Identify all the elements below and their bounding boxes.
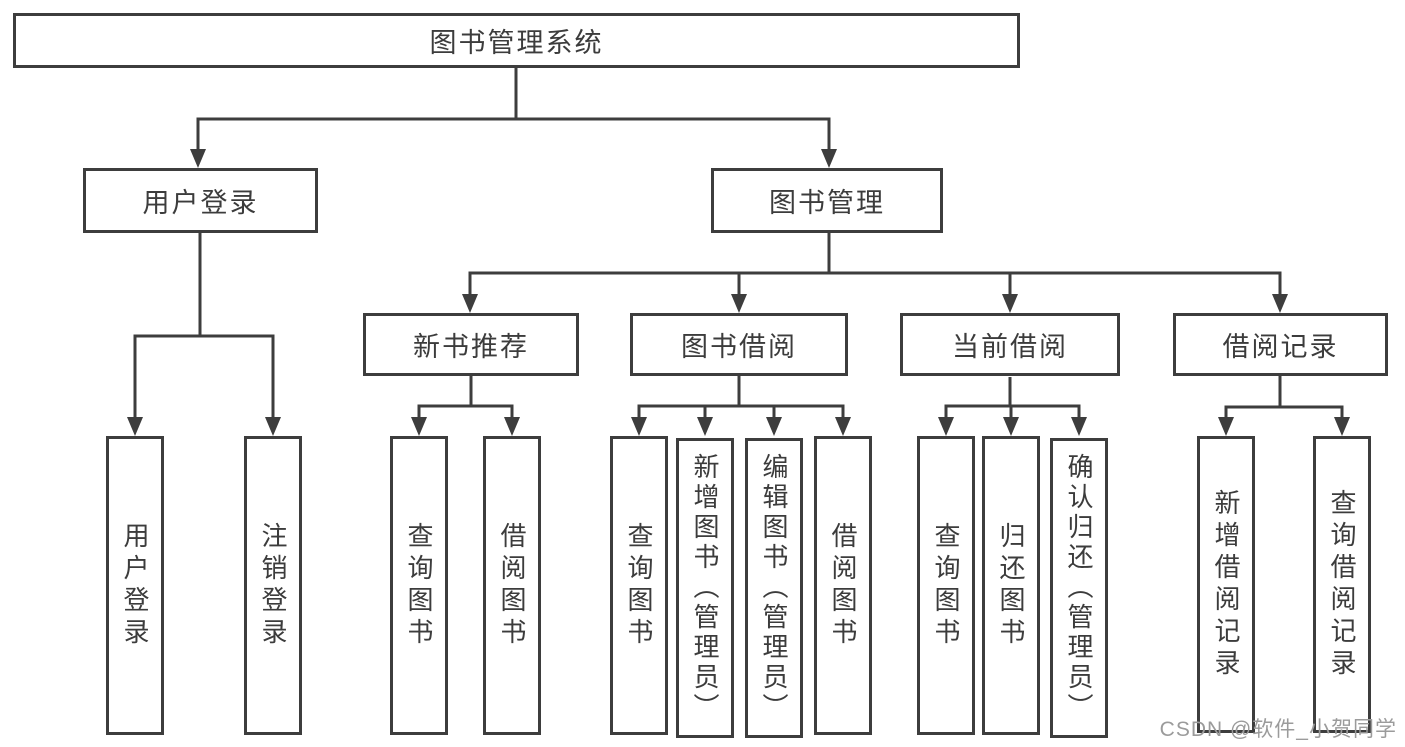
arrowhead xyxy=(265,417,281,436)
arrowhead xyxy=(127,417,143,436)
node-leaf-add-borrow-record: 新增借阅记录 xyxy=(1197,436,1255,733)
node-leaf-borrow-book-2: 借阅图书 xyxy=(814,436,872,735)
node-leaf-confirm-return-admin: 确认归还（管理员） xyxy=(1050,438,1108,738)
connector-root-to-level2 xyxy=(196,68,831,150)
node-label: 当前借阅 xyxy=(952,332,1068,362)
arrowhead xyxy=(821,149,837,168)
node-borrow-records: 借阅记录 xyxy=(1173,313,1388,376)
node-label: 新书推荐 xyxy=(413,332,529,362)
node-root-system: 图书管理系统 xyxy=(13,13,1020,68)
watermark: CSDN @软件_小贺同学 xyxy=(1159,718,1397,741)
arrowhead xyxy=(1218,417,1234,436)
connector-bookmgmt-to-level3 xyxy=(468,233,1282,295)
arrowhead xyxy=(731,294,747,313)
node-leaf-return-book: 归还图书 xyxy=(982,436,1040,735)
node-label: 查询图书 xyxy=(931,521,961,650)
connector-records-to-children xyxy=(1224,376,1344,418)
connector-newbook-to-children xyxy=(417,376,514,418)
node-book-borrow: 图书借阅 xyxy=(630,313,848,376)
node-label: 编辑图书（管理员） xyxy=(759,453,789,723)
connector-current-to-children xyxy=(944,377,1081,418)
node-label: 归还图书 xyxy=(996,521,1026,650)
node-leaf-edit-book-admin: 编辑图书（管理员） xyxy=(745,438,803,738)
arrowhead xyxy=(1002,294,1018,313)
node-label: 确认归还（管理员） xyxy=(1064,453,1094,723)
node-leaf-query-book-3: 查询图书 xyxy=(917,436,975,735)
node-label: 新增图书（管理员） xyxy=(690,453,720,723)
node-leaf-user-login: 用户登录 xyxy=(106,436,164,735)
node-leaf-borrow-book-1: 借阅图书 xyxy=(483,436,541,735)
arrowhead xyxy=(504,417,520,436)
arrowhead xyxy=(1071,417,1087,436)
arrowhead xyxy=(1272,294,1288,313)
node-leaf-query-borrow-record: 查询借阅记录 xyxy=(1313,436,1371,733)
arrowhead xyxy=(697,417,713,436)
node-label: 用户登录 xyxy=(142,188,259,218)
arrowhead xyxy=(631,417,647,436)
node-label: 借阅图书 xyxy=(828,521,858,650)
node-user-login: 用户登录 xyxy=(83,168,318,233)
arrowhead xyxy=(462,294,478,313)
node-label: 图书管理系统 xyxy=(429,28,604,58)
node-label: 借阅图书 xyxy=(497,521,527,650)
node-current-borrow: 当前借阅 xyxy=(900,313,1120,376)
arrowhead xyxy=(1003,417,1019,436)
node-label: 借阅记录 xyxy=(1222,332,1339,362)
connector-userlogin-to-children xyxy=(133,233,275,418)
node-book-management: 图书管理 xyxy=(711,168,943,233)
arrowhead xyxy=(766,417,782,436)
node-new-book-recommend: 新书推荐 xyxy=(363,313,579,376)
node-label: 新增借阅记录 xyxy=(1211,488,1241,681)
node-label: 图书管理 xyxy=(769,188,885,218)
arrowhead xyxy=(835,417,851,436)
node-leaf-add-book-admin: 新增图书（管理员） xyxy=(676,438,734,738)
node-label: 查询图书 xyxy=(624,521,654,650)
node-label: 查询借阅记录 xyxy=(1327,488,1357,681)
arrowhead xyxy=(190,149,206,168)
node-leaf-logout: 注销登录 xyxy=(244,436,302,735)
arrowhead xyxy=(1334,417,1350,436)
node-label: 注销登录 xyxy=(258,521,288,650)
node-leaf-query-book-2: 查询图书 xyxy=(610,436,668,735)
arrowhead xyxy=(411,417,427,436)
node-leaf-query-book-1: 查询图书 xyxy=(390,436,448,735)
node-label: 图书借阅 xyxy=(681,332,797,362)
arrowhead xyxy=(938,417,954,436)
node-label: 查询图书 xyxy=(404,521,434,650)
connector-borrow-to-children xyxy=(637,376,845,418)
node-label: 用户登录 xyxy=(120,521,150,650)
